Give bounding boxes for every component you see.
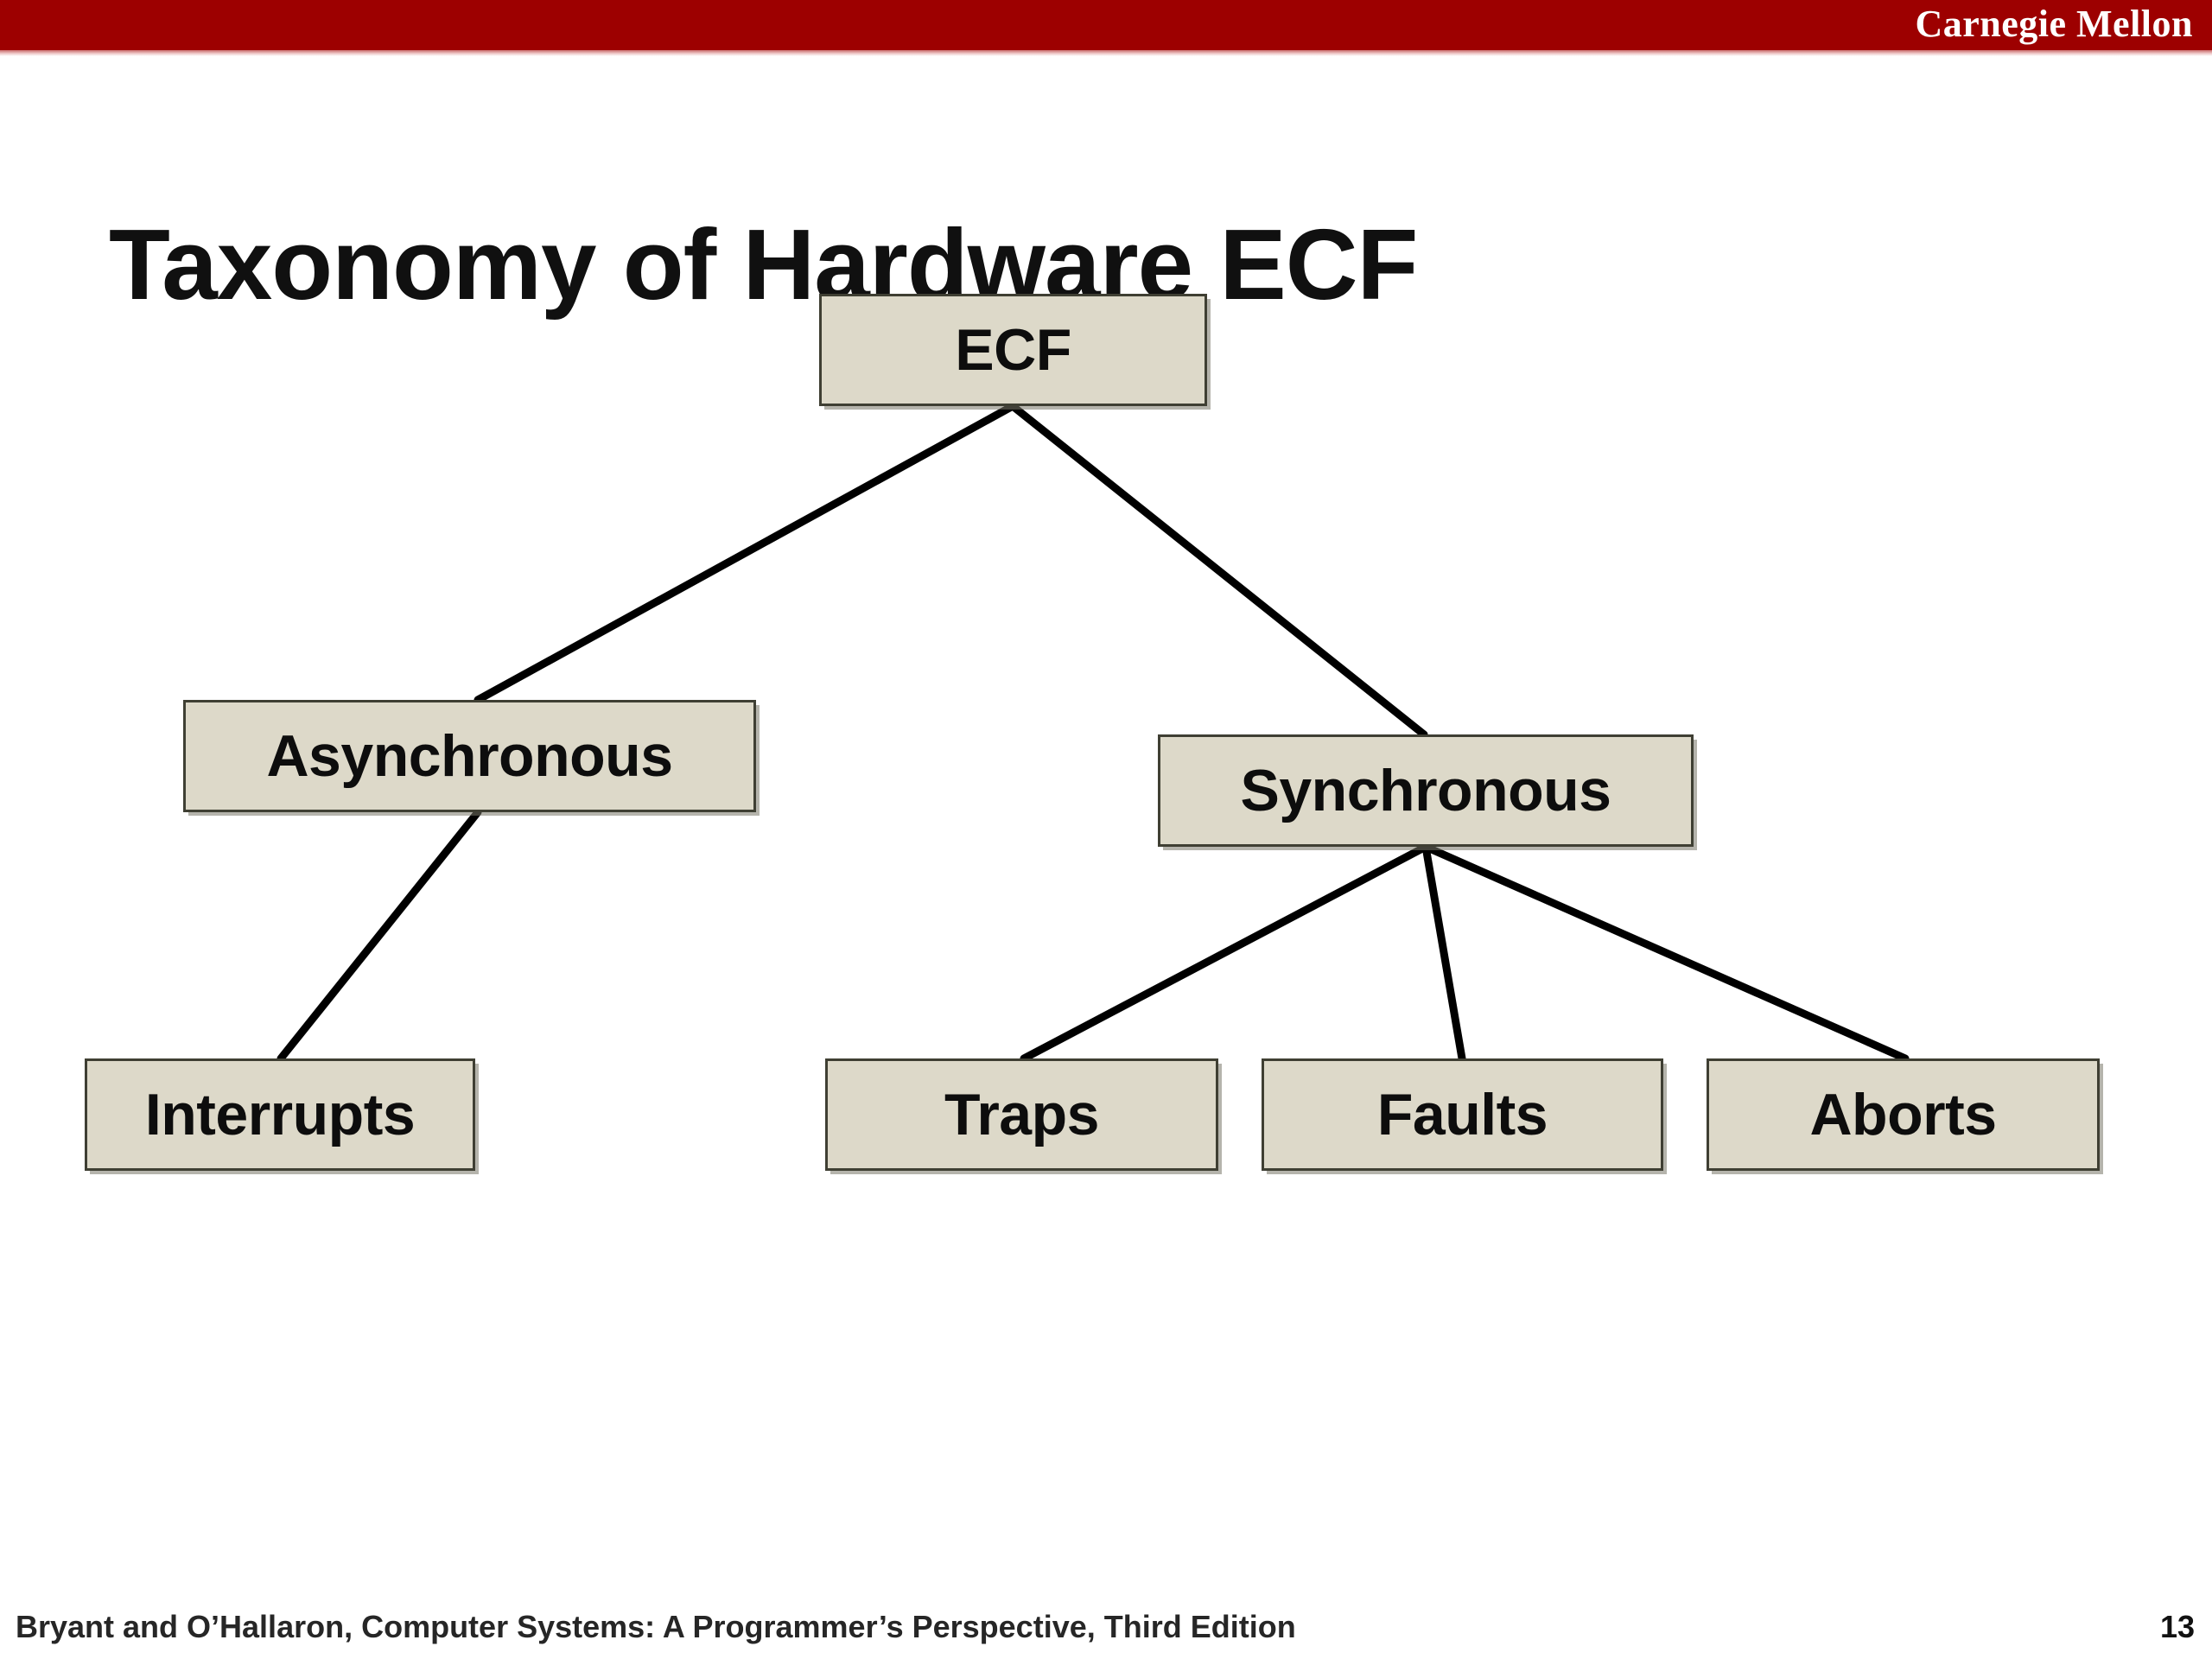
header-underline bbox=[0, 50, 2212, 56]
node-label-ecf: ECF bbox=[955, 317, 1071, 383]
edge-asynchronous-to-interrupts bbox=[276, 808, 482, 1063]
edge-synchronous-to-aborts bbox=[1421, 842, 1910, 1063]
edge-ecf-to-asynchronous bbox=[474, 402, 1017, 704]
edge-synchronous-to-faults bbox=[1421, 842, 1466, 1063]
node-asynchronous[interactable]: Asynchronous bbox=[183, 700, 756, 812]
node-label-aborts: Aborts bbox=[1809, 1082, 1997, 1147]
node-faults[interactable]: Faults bbox=[1262, 1058, 1663, 1171]
node-label-traps: Traps bbox=[944, 1082, 1099, 1147]
edge-ecf-to-synchronous bbox=[1008, 402, 1428, 739]
node-label-interrupts: Interrupts bbox=[144, 1082, 416, 1147]
header-bar bbox=[0, 0, 2212, 50]
page-number: 13 bbox=[2159, 1609, 2195, 1644]
node-label-synchronous: Synchronous bbox=[1240, 758, 1612, 823]
node-synchronous[interactable]: Synchronous bbox=[1158, 734, 1694, 847]
node-label-faults: Faults bbox=[1376, 1082, 1548, 1147]
node-aborts[interactable]: Aborts bbox=[1707, 1058, 2100, 1171]
node-label-asynchronous: Asynchronous bbox=[266, 723, 673, 789]
carnegie-mellon-wordmark: Carnegie Mellon bbox=[1915, 3, 2193, 45]
footer-citation: Bryant and O’Hallaron, Computer Systems:… bbox=[16, 1609, 1296, 1644]
node-ecf[interactable]: ECF bbox=[819, 294, 1207, 406]
edge-synchronous-to-traps bbox=[1020, 842, 1430, 1063]
node-interrupts[interactable]: Interrupts bbox=[85, 1058, 475, 1171]
node-traps[interactable]: Traps bbox=[825, 1058, 1218, 1171]
